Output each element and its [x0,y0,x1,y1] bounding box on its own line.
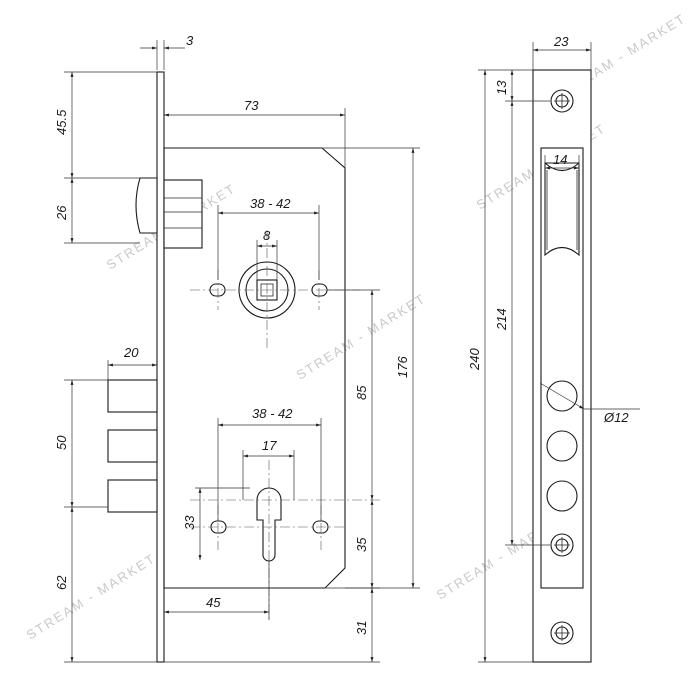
dim-label-3: 3 [186,33,194,48]
dim-spindle-holes: 38 - 42 [217,196,320,280]
dim-label-214: 214 [494,308,509,331]
dim-label-85: 85 [354,385,369,400]
watermark-3: STREAM - MARKET [24,550,159,642]
dim-cylinder-width: 17 [242,438,295,500]
faceplate-bolt-holes [546,380,578,512]
dim-label-20: 20 [123,345,139,360]
dim-right-vertical: 85 35 31 [164,289,380,663]
dim-bolt-hole-diameter: Ø12 [539,382,640,425]
dim-spindle-square: 8 [256,228,278,280]
dim-label-35: 35 [354,537,369,552]
dim-label-31: 31 [354,621,369,635]
dim-label-73: 73 [244,98,259,113]
dim-label-33: 33 [182,515,197,530]
dim-label-62: 62 [54,575,69,590]
deadbolts [107,379,158,513]
dim-label-23: 23 [553,34,569,49]
dim-deadbolt-length: 20 [107,345,157,380]
dim-label-14: 14 [553,152,567,167]
dim-screw-spacing: 214 [494,101,550,546]
dim-left-vertical: 45.5 26 50 62 [54,71,157,663]
dim-label-38-42-top: 38 - 42 [250,196,291,211]
dim-label-d12: Ø12 [603,410,629,425]
faceplate-screws [550,89,574,645]
dim-label-176: 176 [395,356,410,378]
dim-label-17: 17 [262,438,277,453]
dim-label-38-42-bottom: 38 - 42 [252,406,293,421]
dim-body-height: 176 [322,147,420,589]
dim-label-45-5: 45.5 [54,109,69,135]
cylinder-cutout [210,487,329,562]
dim-cylinder-holes-height: 33 [182,487,250,560]
dim-label-26: 26 [54,205,69,221]
dim-body-width: 73 [164,98,346,168]
dim-faceplate-width: 23 [532,34,592,70]
dim-cylinder-holes: 38 - 42 [217,406,322,521]
dim-faceplate-length: 240 [467,69,533,663]
dim-label-240: 240 [467,348,482,371]
dim-label-45: 45 [206,595,221,610]
latch-bolt [135,177,203,249]
front-plate [156,71,165,663]
dim-label-8: 8 [263,228,271,243]
dim-backset: 45 [164,560,270,620]
dim-front-thickness: 3 [140,33,194,70]
dim-label-50: 50 [54,435,69,450]
dim-label-13: 13 [494,80,509,95]
dim-latch-slot: 14 [544,152,580,170]
